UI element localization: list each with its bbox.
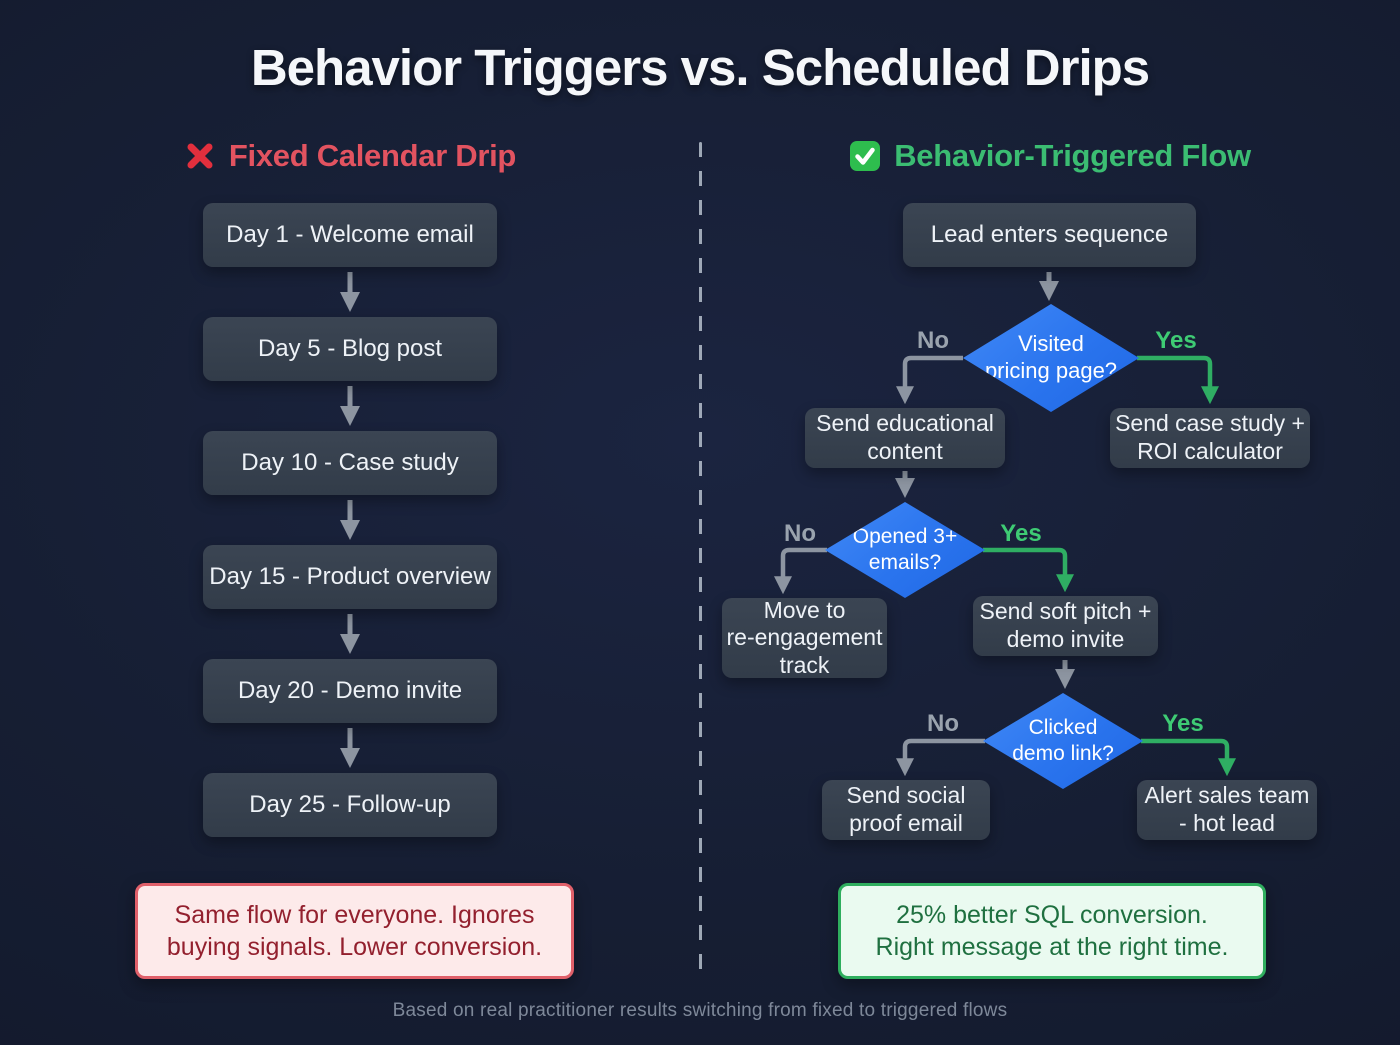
right-heading-label: Behavior-Triggered Flow (894, 138, 1251, 173)
column-divider (699, 142, 702, 982)
decision-1-no-result: Send educational content (805, 408, 1005, 468)
check-mark-icon (850, 141, 881, 171)
decision-2-yes-label: Yes (1000, 520, 1042, 547)
drip-step-5: Day 20 - Demo invite (203, 659, 497, 723)
decision-3-yes-label: Yes (1162, 710, 1204, 737)
decision-2-diamond: Opened 3+ emails? (825, 502, 985, 598)
decision-3-no-result: Send social proof email (822, 780, 990, 840)
decision-1-diamond: Visited pricing page? (963, 304, 1139, 412)
right-summary-note: 25% better SQL conversion. Right message… (838, 883, 1266, 979)
drip-step-6: Day 25 - Follow-up (203, 773, 497, 837)
decision-1-yes-result: Send case study + ROI calculator (1110, 408, 1310, 468)
drip-step-2: Day 5 - Blog post (203, 317, 497, 381)
page-title: Behavior Triggers vs. Scheduled Drips (250, 39, 1150, 96)
decision-1-no-label: No (917, 327, 949, 354)
drip-step-1: Day 1 - Welcome email (203, 203, 497, 267)
right-column-heading: Behavior-Triggered Flow (700, 138, 1400, 174)
decision-3-yes-result: Alert sales team - hot lead (1137, 780, 1317, 840)
drip-step-4: Day 15 - Product overview (203, 545, 497, 609)
left-summary-note: Same flow for everyone. Ignores buying s… (135, 883, 574, 979)
drip-step-3: Day 10 - Case study (203, 431, 497, 495)
left-heading-label: Fixed Calendar Drip (228, 138, 517, 173)
left-column-heading: Fixed Calendar Drip (0, 138, 700, 174)
decision-2-yes-result: Send soft pitch + demo invite (973, 596, 1158, 656)
decision-1-yes-label: Yes (1155, 327, 1197, 354)
x-mark-icon (187, 143, 213, 169)
start-node: Lead enters sequence (903, 203, 1196, 267)
decision-2-no-label: No (784, 520, 816, 547)
decision-3-diamond: Clicked demo link? (983, 693, 1143, 789)
footer-caption: Based on real practitioner results switc… (392, 1000, 1008, 1021)
decision-2-no-result: Move to re-engagement track (722, 597, 887, 678)
decision-3-no-label: No (927, 710, 959, 737)
